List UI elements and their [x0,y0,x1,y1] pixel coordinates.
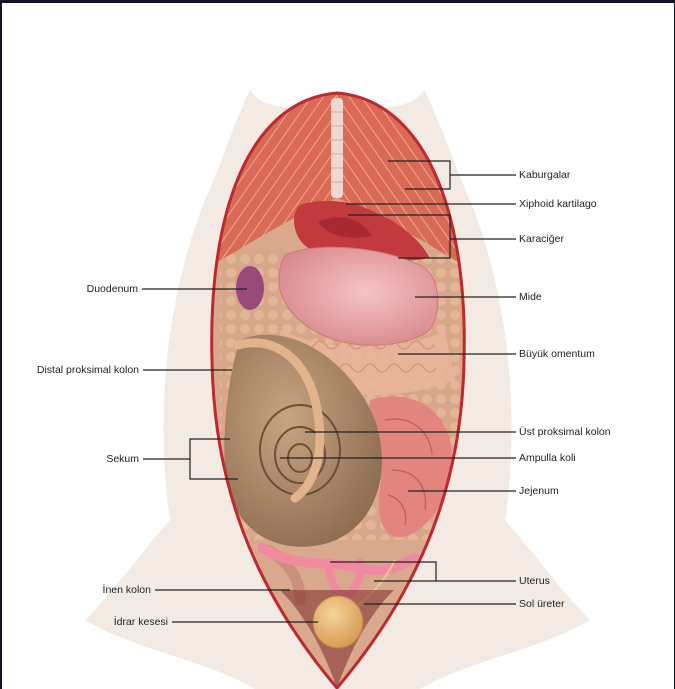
label-inen-kolon: İnen kolon [20,584,151,596]
label-mide: Mide [519,291,542,303]
label-distal-proksimal-kolon: Distal proksimal kolon [10,364,139,376]
label-idrar-kesesi: İdrar kesesi [20,616,168,628]
label-jejenum: Jejenum [519,485,559,497]
label-xiphoid-kartilago: Xiphoid kartilago [519,198,597,210]
label-sekum: Sekum [20,453,139,465]
label-kaburgalar: Kaburgalar [519,169,570,181]
sternum [331,98,343,198]
duodenum [236,266,264,310]
label-ust-proksimal-kolon: Üst proksimal kolon [519,426,611,438]
label-duodenum: Duodenum [20,283,138,295]
label-uterus: Uterus [519,575,550,587]
label-ampulla-koli: Ampulla koli [519,452,576,464]
label-karaciger: Karaciğer [519,233,564,245]
label-sol-ureter: Sol üreter [519,598,565,610]
label-buyuk-omentum: Büyük omentum [519,348,595,360]
urinary-bladder [313,596,363,648]
